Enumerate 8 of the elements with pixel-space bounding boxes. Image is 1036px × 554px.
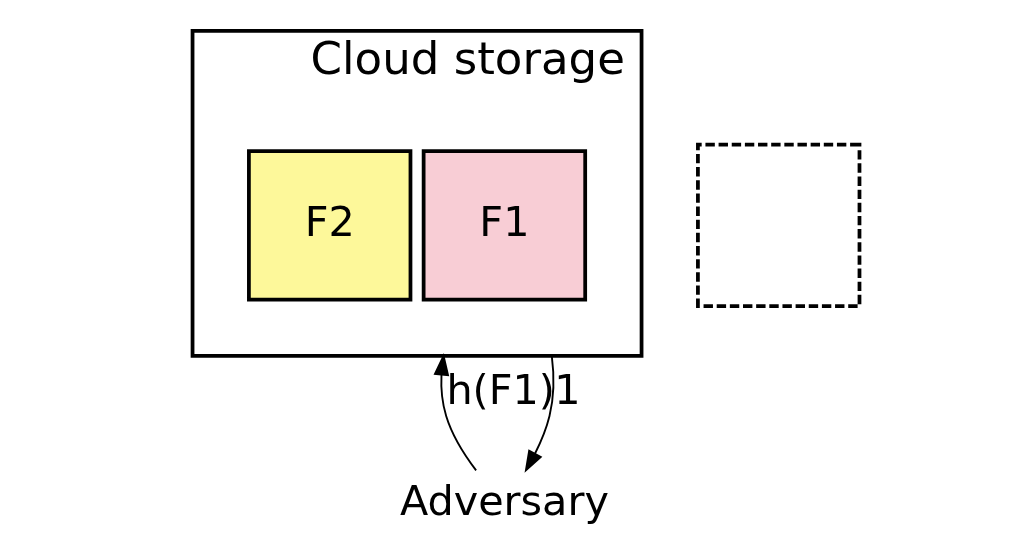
node-box: F1: [421, 149, 587, 302]
edge-label: 1: [553, 366, 580, 414]
edge-label: h(F1): [445, 366, 555, 414]
node-box: [695, 142, 861, 308]
node-text: Adversary: [399, 476, 609, 525]
node-box: F2: [246, 149, 412, 302]
arrow: [433, 353, 477, 472]
arrow: [524, 354, 554, 473]
